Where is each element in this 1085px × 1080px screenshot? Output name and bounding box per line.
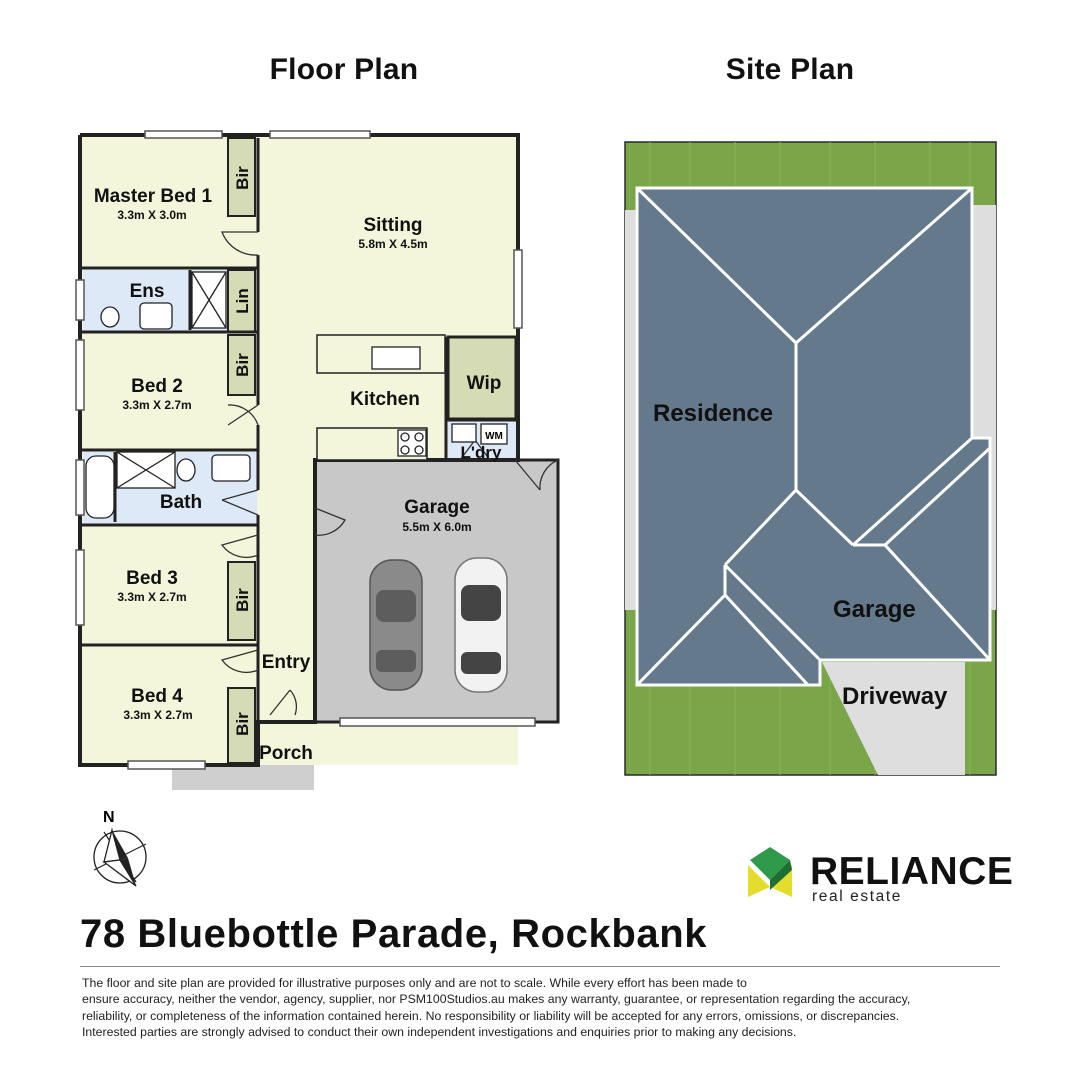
- car-silver: [369, 559, 423, 691]
- car-white: [454, 557, 508, 693]
- disclaimer: The floor and site plan are provided for…: [82, 975, 1002, 1041]
- site-plan: Residence Garage Driveway: [624, 141, 997, 776]
- washing-machine: [480, 423, 508, 445]
- bath-label: Bath: [160, 492, 202, 513]
- residence-label: Residence: [653, 400, 773, 427]
- bed4-dims: 3.3m X 2.7m: [123, 708, 192, 722]
- property-address: 78 Bluebottle Parade, Rockbank: [80, 912, 708, 956]
- windows: [75, 130, 536, 770]
- ensuite-fixtures: [100, 271, 227, 330]
- bed4-label: Bed 4: [131, 686, 183, 707]
- disclaimer-line: The floor and site plan are provided for…: [82, 976, 747, 990]
- bed2-label: Bed 2: [131, 376, 183, 397]
- kitchen-sink: [371, 346, 421, 370]
- door-swings: [220, 231, 559, 716]
- bir-master: [227, 137, 256, 217]
- bir-master-label: Bir: [233, 166, 252, 190]
- kitchen-label: Kitchen: [350, 389, 420, 410]
- side-path-left: [625, 210, 637, 610]
- driveway: [822, 662, 965, 775]
- bir-bed2-label: Bir: [233, 353, 252, 377]
- compass-icon: [93, 827, 147, 887]
- sitting-label: Sitting: [363, 215, 422, 236]
- cooktop-icon: [397, 429, 427, 457]
- brand-name: RELIANCE: [810, 850, 1014, 893]
- bir-bed2: [227, 334, 256, 396]
- disclaimer-line: ensure accuracy, neither the vendor, age…: [82, 992, 911, 1007]
- laundry-trough: [451, 423, 477, 443]
- bed3-dims: 3.3m X 2.7m: [117, 590, 186, 604]
- bath-fixtures: [85, 451, 251, 519]
- divider: [80, 966, 1000, 967]
- floor-plan-heading: Floor Plan: [269, 53, 419, 86]
- laundry-label: L'dry: [461, 443, 502, 462]
- wm-label: WM: [485, 431, 503, 442]
- roof: [635, 186, 992, 687]
- roof-ridges: [635, 186, 992, 687]
- bir-bed4: [227, 687, 256, 764]
- master-bed-dims: 3.3m X 3.0m: [117, 208, 186, 222]
- garage-dims: 5.5m X 6.0m: [402, 520, 471, 534]
- bir-bed3-label: Bir: [233, 588, 252, 612]
- reliance-logo-mark: [748, 847, 792, 897]
- lin-label: Lin: [233, 288, 252, 314]
- bed2-dims: 3.3m X 2.7m: [122, 398, 191, 412]
- master-bed-label: Master Bed 1: [94, 186, 213, 207]
- bir-bed4-label: Bir: [233, 712, 252, 736]
- ens-label: Ens: [130, 281, 165, 302]
- compass-north-label: N: [103, 809, 115, 826]
- disclaimer-line: Interested parties are strongly advised …: [82, 1025, 797, 1040]
- sitting-dims: 5.8m X 4.5m: [358, 237, 427, 251]
- wip-label: Wip: [467, 373, 502, 394]
- porch-label: Porch: [259, 743, 313, 764]
- garage-room: [313, 458, 560, 724]
- bed3-label: Bed 3: [126, 568, 178, 589]
- bir-bed3: [227, 561, 256, 641]
- entry-label: Entry: [262, 652, 311, 673]
- driveway-label: Driveway: [842, 683, 948, 710]
- disclaimer-line: reliability, or completeness of the info…: [82, 1008, 900, 1023]
- site-plan-heading: Site Plan: [725, 53, 855, 86]
- brand-subtitle: real estate: [812, 888, 902, 905]
- garage-label: Garage: [404, 497, 469, 518]
- interior-walls: [80, 138, 518, 720]
- site-garage-label: Garage: [833, 596, 916, 623]
